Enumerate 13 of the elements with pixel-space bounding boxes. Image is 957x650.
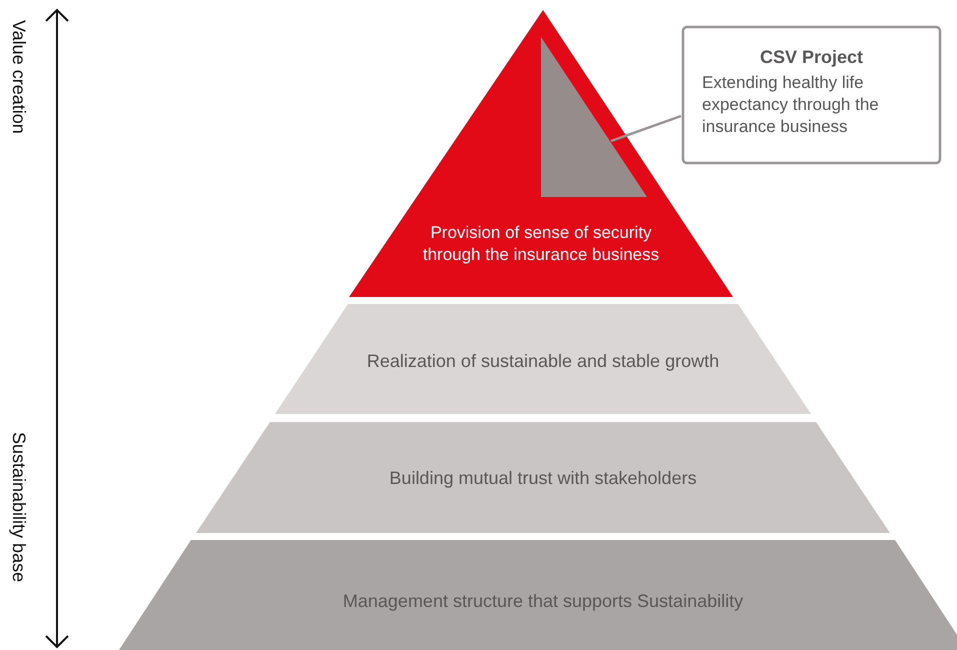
axis-label: Value creation	[8, 20, 29, 134]
callout-heading: CSV Project	[758, 46, 864, 69]
tier-label: Building mutual trust with stakeholders	[388, 467, 698, 490]
axis-label: Sustainability base	[8, 432, 29, 582]
inner-triangle	[541, 37, 647, 197]
tier-label: Provision of sense of security through the insurance business	[422, 222, 660, 266]
pyramid-tier	[196, 422, 890, 533]
pyramid-tier	[119, 540, 957, 650]
pyramid-tier	[275, 304, 811, 414]
callout-text: Extending healthy life expectancy through the insurance business	[702, 72, 880, 138]
tier-label: Management structure that supports Sustainability	[342, 590, 744, 613]
tier-label: Realization of sustainable and stable growth	[366, 350, 720, 373]
callout-box	[682, 26, 941, 164]
